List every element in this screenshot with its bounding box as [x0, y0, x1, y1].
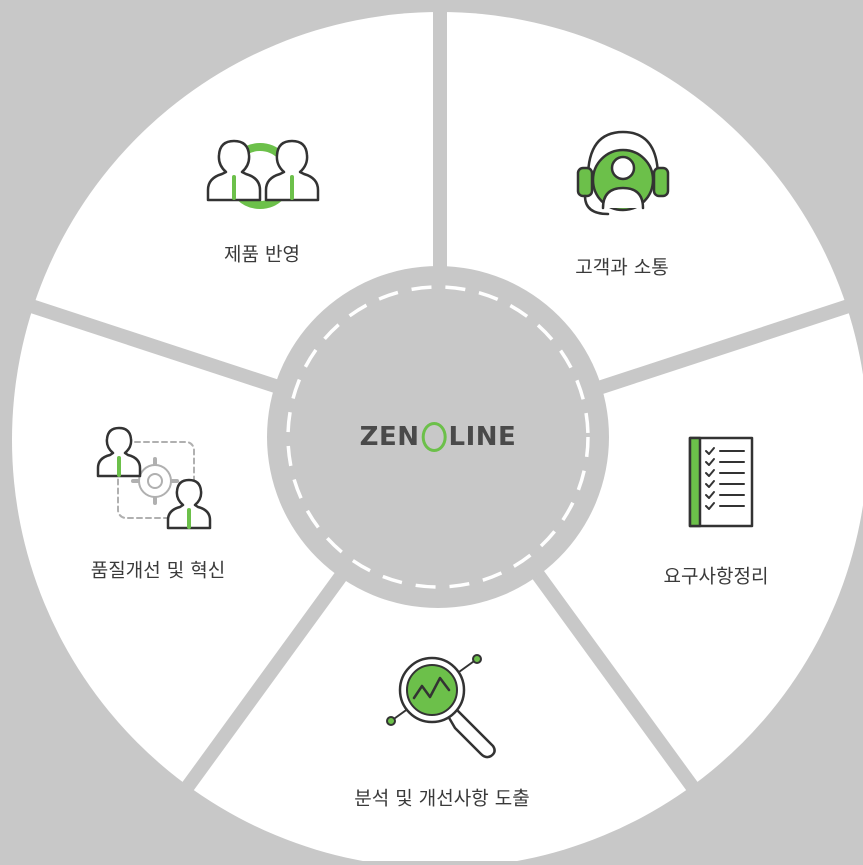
magnifier-chart-icon [386, 654, 496, 759]
checklist-notebook-icon [688, 436, 754, 528]
segment-label-product-reflection: 제품 반영 [224, 243, 300, 266]
hub-dashed-ring [286, 285, 590, 589]
users-gear-icon [96, 426, 212, 530]
logo-text-right: LINE [448, 422, 517, 452]
segment-label-quality-innovation: 품질개선 및 혁신 [90, 559, 226, 582]
segment-label-requirements: 요구사항정리 [663, 565, 769, 588]
users-ring-icon [206, 139, 320, 209]
headset-icon [576, 130, 670, 216]
segment-dividers [7, 0, 863, 805]
logo-o-ring [421, 422, 447, 452]
zenoline-logo: ZEN LINE [360, 422, 517, 452]
logo-text-left: ZEN [359, 422, 420, 452]
segment-label-customer-communication: 고객과 소통 [575, 256, 669, 279]
segment-label-analysis: 분석 및 개선사항 도출 [354, 787, 530, 810]
